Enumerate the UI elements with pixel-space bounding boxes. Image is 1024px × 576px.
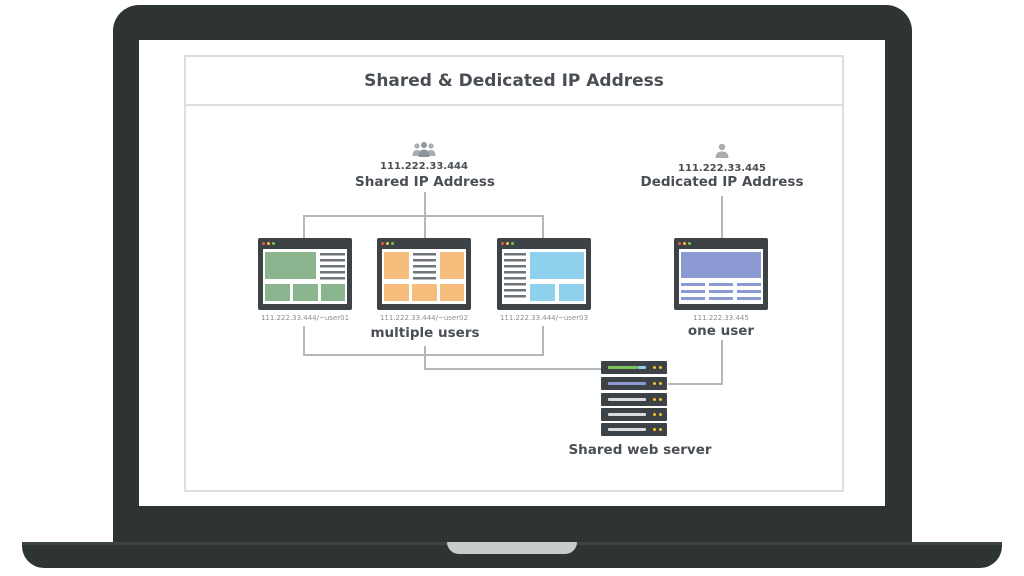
- line-to-site3: [542, 215, 544, 239]
- dedicated-site-url: 111.222.33.445: [693, 314, 749, 322]
- website-window-user02: [377, 238, 471, 310]
- line-to-site2: [424, 215, 426, 239]
- dedicated-ip-label: Dedicated IP Address: [640, 174, 804, 190]
- multiple-users-label: multiple users: [370, 325, 480, 341]
- server-rack-icon: [601, 361, 667, 437]
- line-shared-bus: [303, 215, 544, 217]
- line-site1-down: [303, 326, 305, 355]
- diagram-title: Shared & Dedicated IP Address: [364, 71, 664, 91]
- shared-ip-number: 111.222.33.444: [380, 161, 468, 172]
- line-dedicated-stem: [721, 196, 723, 239]
- line-dedicated-to-server: [668, 383, 723, 385]
- group-of-users-icon: [404, 141, 444, 159]
- site-url-user02: 111.222.33.444/~user02: [379, 314, 469, 322]
- line-dedicated-down: [721, 340, 723, 384]
- laptop-notch: [447, 542, 577, 554]
- line-to-site1: [303, 215, 305, 239]
- line-bus-down: [424, 346, 426, 369]
- one-user-label: one user: [687, 323, 755, 339]
- website-window-user03: [497, 238, 591, 310]
- line-to-server: [424, 368, 602, 370]
- diagram-title-bar: [186, 57, 842, 106]
- server-label: Shared web server: [568, 442, 712, 458]
- single-user-icon: [713, 143, 731, 159]
- site-url-user03: 111.222.33.444/~user03: [499, 314, 589, 322]
- shared-ip-label: Shared IP Address: [355, 174, 495, 190]
- line-shared-stem: [424, 192, 426, 216]
- dedicated-ip-number: 111.222.33.445: [678, 163, 766, 174]
- line-site3-down: [542, 326, 544, 355]
- website-window-user01: [258, 238, 352, 310]
- site-url-user01: 111.222.33.444/~user01: [260, 314, 350, 322]
- line-bottom-bus: [303, 354, 544, 356]
- website-window-dedicated: [674, 238, 768, 310]
